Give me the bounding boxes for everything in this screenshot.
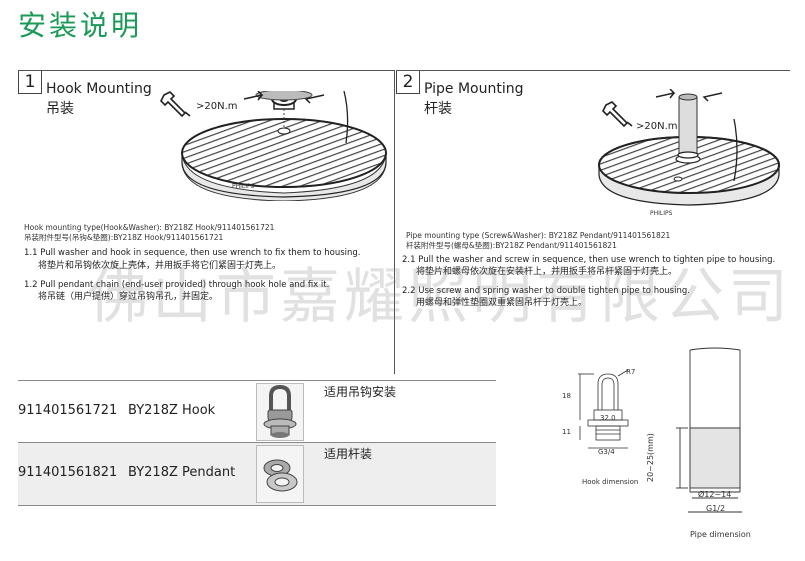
pipe-step-1-en: 2.1 Pull the washer and screw in sequenc… (402, 255, 776, 265)
pipe-luminaire-drawing (598, 89, 780, 206)
step-number-2: 2 (396, 71, 420, 94)
page-title: 安装说明 (18, 9, 143, 42)
hook-luminaire-drawing (181, 91, 387, 201)
hook-dim-1: 18 (562, 392, 571, 400)
wrench-icon (602, 101, 633, 128)
pipe-mounting-panel: 2 Pipe Mounting 杆装 >20N.m PHILIPS Pipe m… (396, 70, 790, 374)
pipe-mounting-heading: Pipe Mounting (424, 81, 524, 97)
hook-step-1-cn: 将垫片和吊钩依次旋上壳体，并用扳手将它们紧固于灯壳上。 (38, 261, 282, 271)
hook-dim-2: 11 (562, 428, 571, 436)
product-code: 911401561721 (18, 403, 118, 418)
hook-torque-label: >20N.m (196, 101, 238, 112)
product-name: BY218Z Hook (128, 403, 216, 418)
pipe-step-1-cn: 将垫片和螺母依次旋在安装杆上，并用扳手将吊杆紧固于灯壳上。 (416, 267, 678, 277)
pipe-brand-logo: PHILIPS (650, 210, 673, 217)
hook-radius-label: R7 (626, 368, 636, 376)
pipe-thread-label: G1/2 (706, 504, 726, 513)
product-usage: 适用杆装 (324, 447, 373, 461)
pipe-torque-label: >20N.m (636, 121, 678, 132)
step-number-1: 1 (18, 71, 42, 94)
pipe-type-en: Pipe mounting type (Screw&Washer): BY218… (406, 231, 671, 240)
product-name: BY218Z Pendant (128, 465, 236, 480)
hook-dim-4: G3/4 (598, 448, 615, 456)
pipe-mounting-heading-cn: 杆装 (424, 101, 452, 117)
pipe-step-2-cn: 用螺母和弹性垫圈双重紧固吊杆于灯壳上。 (416, 298, 588, 308)
hook-mounting-panel: 1 Hook Mounting 吊装 >20N.m PHILIPS Hook (18, 70, 395, 374)
hook-step-2-cn: 将吊链（用户提供）穿过吊钩吊孔，并固定。 (38, 292, 219, 302)
washer-part-icon (256, 445, 304, 503)
product-row-hook: 911401561721 BY218Z Hook 适用吊钩安装 (18, 380, 496, 443)
hook-part-icon (256, 383, 304, 441)
hook-type-en: Hook mounting type(Hook&Washer): BY218Z … (24, 223, 275, 232)
hook-dimension-caption: Hook dimension (582, 478, 639, 486)
hook-dimension-drawing (578, 369, 629, 449)
pipe-length-label: 20~25(mm) (646, 433, 655, 482)
pipe-dimension-caption: Pipe dimension (690, 530, 751, 539)
hook-mounting-heading-cn: 吊装 (46, 101, 74, 117)
hook-dim-3: 32.0 (600, 414, 616, 422)
product-usage: 适用吊钩安装 (324, 385, 397, 399)
hook-mounting-heading: Hook Mounting (46, 81, 152, 97)
wrench-icon (160, 91, 191, 118)
hook-brand-logo: PHILIPS (232, 183, 255, 190)
pipe-step-2-en: 2.2 Use screw and spring washer to doubl… (402, 286, 690, 296)
hook-step-1-en: 1.1 Pull washer and hook in sequence, th… (24, 248, 361, 258)
pipe-type-cn: 杆装附件型号(螺母&垫圈):BY218Z Pendant/91140156182… (406, 241, 617, 250)
company-watermark: 佛山市嘉耀照明有限公司 (88, 262, 792, 332)
hook-type-cn: 吊装附件型号(吊钩&垫圈):BY218Z Hook/911401561721 (24, 233, 224, 242)
hook-step-2-en: 1.2 Pull pendant chain (end-user provide… (24, 280, 330, 290)
pipe-dimension-drawing (676, 347, 742, 513)
pipe-diameter-label: Ø12~14 (698, 490, 732, 499)
product-code: 911401561821 (18, 465, 118, 480)
product-row-pendant: 911401561821 BY218Z Pendant 适用杆装 (18, 442, 496, 506)
